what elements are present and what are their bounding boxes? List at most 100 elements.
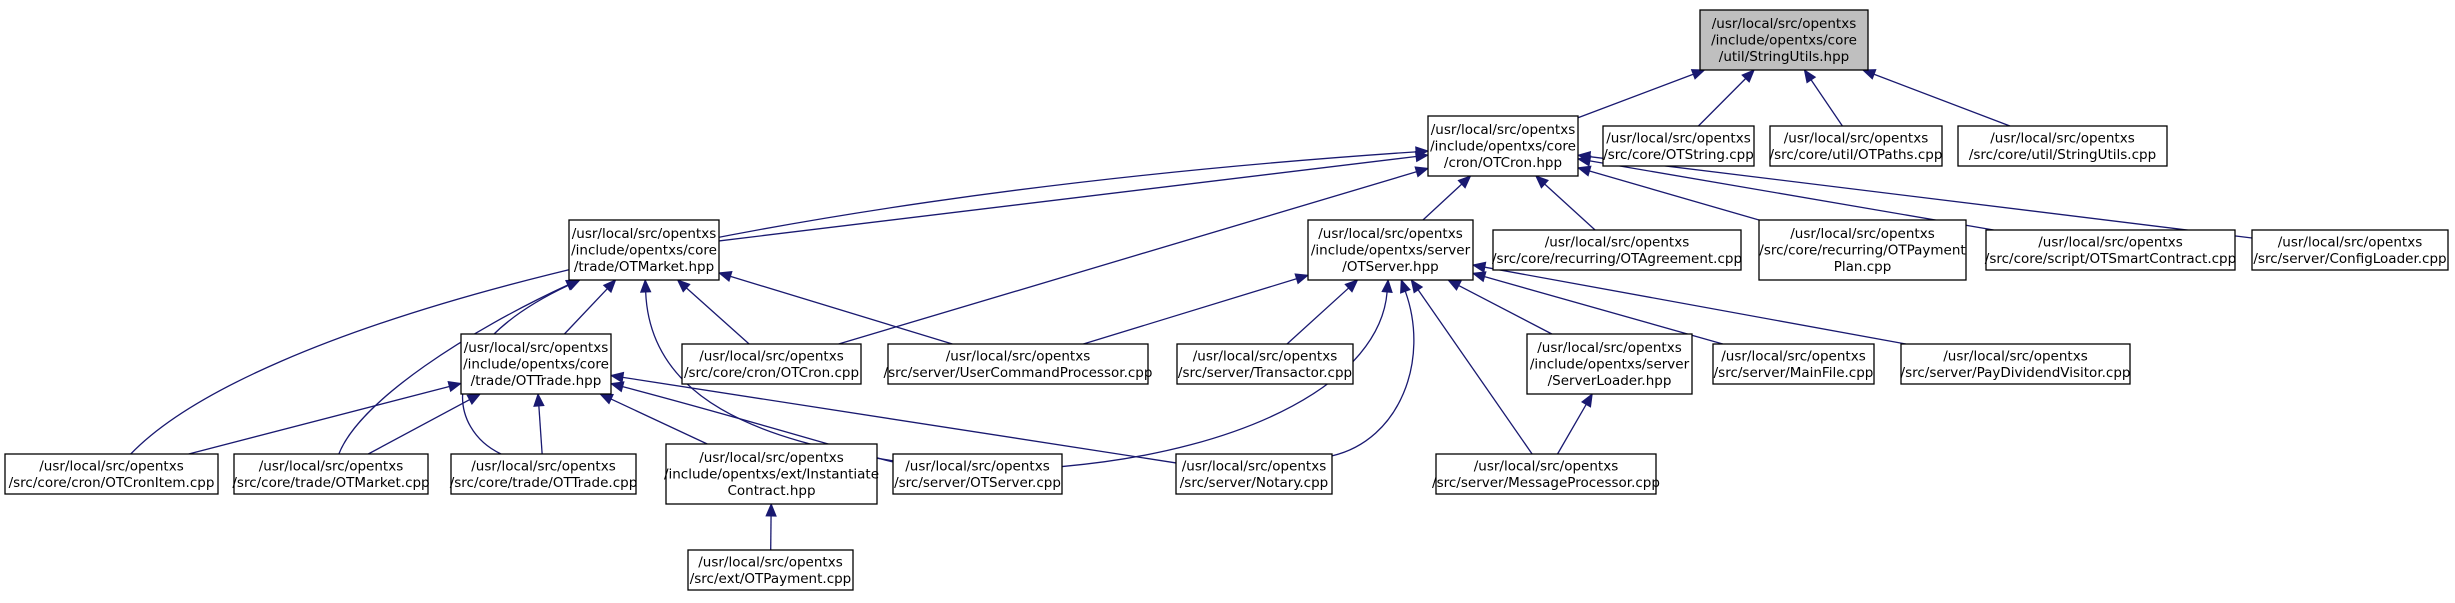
dependency-node[interactable]: /usr/local/src/opentxs/src/server/Messag… [1432, 453, 1660, 495]
node-box [450, 453, 637, 495]
dependency-node[interactable]: /usr/local/src/opentxs/src/core/util/Str… [1957, 125, 2168, 167]
node-label-line: /usr/local/src/opentxs [1537, 340, 1682, 356]
arrowhead [1861, 69, 1877, 80]
node-label-line: /usr/local/src/opentxs [905, 458, 1050, 474]
node-label-line: /usr/local/src/opentxs [1990, 130, 2135, 146]
dependency-edge [130, 146, 1430, 455]
edge-line [1589, 156, 2253, 239]
node-label-line: /usr/local/src/opentxs [39, 458, 184, 474]
node-label-line: /src/core/cron/OTCron.cpp [684, 365, 859, 381]
node-label-line: /src/server/MessageProcessor.cpp [1432, 475, 1660, 491]
dependency-node[interactable]: /usr/local/src/opentxs/include/opentxs/s… [1307, 219, 1474, 281]
dependency-node[interactable]: /usr/local/src/opentxs/include/opentxs/s… [1526, 333, 1693, 395]
node-label-line: /src/core/recurring/OTAgreement.cpp [1492, 251, 1742, 267]
arrowhead [599, 393, 614, 405]
dependency-node[interactable]: /usr/local/src/opentxs/include/opentxs/c… [1427, 115, 1579, 177]
node-box [1175, 453, 1333, 495]
node-label-line: /include/opentxs/core [1430, 139, 1576, 155]
arrowhead [1415, 146, 1430, 158]
node-label-line: /usr/local/src/opentxs [1182, 458, 1327, 474]
node-label-line: /src/server/PayDividendVisitor.cpp [1901, 365, 2131, 381]
dependency-node[interactable]: /usr/local/src/opentxs/src/server/MainFi… [1712, 343, 1875, 385]
dependency-node[interactable]: /usr/local/src/opentxs/src/core/recurrin… [1492, 229, 1742, 271]
node-label-line: /usr/local/src/opentxs [1431, 122, 1576, 138]
dependency-node[interactable]: /usr/local/src/opentxs/src/server/OTServ… [892, 453, 1063, 495]
node-label-line: /src/ext/OTPayment.cpp [690, 571, 852, 587]
node-label-line: /usr/local/src/opentxs [1545, 234, 1690, 250]
node-label-line: /include/opentxs/ext/Instantiate [664, 467, 879, 483]
edge-line [1422, 183, 1463, 221]
node-label-line: /src/server/UserCommandProcessor.cpp [884, 365, 1153, 381]
dependency-node[interactable]: /usr/local/src/opentxs/src/core/recurrin… [1758, 219, 1967, 281]
node-box [2251, 229, 2449, 271]
node-label-line: /src/server/Notary.cpp [1180, 475, 1328, 491]
arrowhead [447, 381, 463, 393]
edge-line [1484, 275, 1723, 345]
arrowhead [1803, 68, 1817, 84]
dependency-edge [1083, 273, 1310, 345]
node-label-line: /include/opentxs/server [1311, 243, 1471, 259]
dependency-node[interactable]: /usr/local/src/opentxs/src/core/script/O… [1985, 229, 2236, 271]
dependency-edge [1697, 69, 1756, 127]
dependency-node[interactable]: /usr/local/src/opentxs/include/opentxs/c… [460, 333, 612, 395]
dependency-edge [1576, 151, 2253, 239]
node-label-line: /src/core/util/StringUtils.cpp [1969, 147, 2156, 163]
dependency-edge [1803, 68, 1843, 127]
arrowhead [639, 278, 652, 293]
edge-line [622, 376, 1177, 464]
node-box [892, 453, 1063, 495]
edge-line [188, 385, 450, 455]
node-label-line: /src/core/OTString.cpp [1603, 147, 1754, 163]
node-box [1435, 453, 1657, 495]
node-label-line: /src/core/util/OTPaths.cpp [1770, 147, 1943, 163]
dependency-node[interactable]: /usr/local/src/opentxs/src/core/OTString… [1602, 125, 1755, 167]
dependency-node[interactable]: /usr/local/src/opentxs/src/server/Config… [2251, 229, 2449, 271]
node-label-line: /trade/OTTrade.hpp [471, 373, 602, 389]
node-label-line: /src/core/script/OTSmartContract.cpp [1985, 251, 2236, 267]
dependency-node[interactable]: /usr/local/src/opentxs/src/server/Transa… [1176, 343, 1354, 385]
root-header-node[interactable]: /usr/local/src/opentxs/include/opentxs/c… [1699, 9, 1869, 71]
edge-line [1484, 266, 1906, 345]
node-label-line: /src/core/trade/OTTrade.cpp [450, 475, 638, 491]
dependency-edge [1534, 175, 1596, 231]
edge-line [1331, 291, 1415, 457]
dependency-node[interactable]: /usr/local/src/opentxs/include/opentxs/e… [664, 443, 879, 505]
edge-line [1417, 289, 1533, 455]
arrowhead [1381, 278, 1393, 293]
node-label-line: /OTServer.hpp [1342, 259, 1438, 275]
arrowhead [1294, 273, 1310, 285]
arrowhead [533, 392, 545, 407]
dependency-node[interactable]: /usr/local/src/opentxs/src/ext/OTPayment… [687, 549, 854, 591]
node-box [1427, 115, 1579, 177]
dependency-edge [599, 393, 708, 445]
dependency-node[interactable]: /usr/local/src/opentxs/src/core/cron/OTC… [681, 343, 862, 385]
node-box [687, 549, 854, 591]
arrowhead [466, 393, 482, 405]
arrowhead [765, 502, 777, 517]
dependency-node[interactable]: /usr/local/src/opentxs/src/core/trade/OT… [450, 453, 638, 495]
edge-line [622, 386, 894, 463]
dependency-node[interactable]: /usr/local/src/opentxs/src/server/PayDiv… [1900, 343, 2131, 385]
node-box [568, 219, 720, 281]
dependency-node[interactable]: /usr/local/src/opentxs/src/core/trade/OT… [232, 453, 430, 495]
dependency-node[interactable]: /usr/local/src/opentxs/src/server/Notary… [1175, 453, 1333, 495]
dependency-edge [1410, 278, 1533, 455]
dependency-node[interactable]: /usr/local/src/opentxs/src/core/util/OTP… [1769, 125, 1943, 167]
arrowhead [1581, 392, 1593, 408]
edge-line [1810, 79, 1843, 127]
arrowhead [1471, 271, 1487, 283]
edge-line [338, 284, 569, 455]
dependency-edge [1331, 278, 1415, 457]
node-label-line: /usr/local/src/opentxs [1712, 16, 1857, 32]
edge-line [1589, 170, 1760, 221]
node-label-line: /usr/local/src/opentxs [699, 450, 844, 466]
dependency-node[interactable]: /usr/local/src/opentxs/include/opentxs/c… [568, 219, 720, 281]
node-box [1769, 125, 1943, 167]
node-label-line: /include/opentxs/core [1711, 33, 1857, 49]
node-label-line: Plan.cpp [1834, 259, 1892, 275]
dependency-node[interactable]: /usr/local/src/opentxs/src/core/cron/OTC… [4, 453, 219, 495]
dependency-node[interactable]: /usr/local/src/opentxs/src/server/UserCo… [884, 343, 1153, 385]
edge-line [1556, 404, 1587, 455]
edge-line [1697, 78, 1747, 127]
